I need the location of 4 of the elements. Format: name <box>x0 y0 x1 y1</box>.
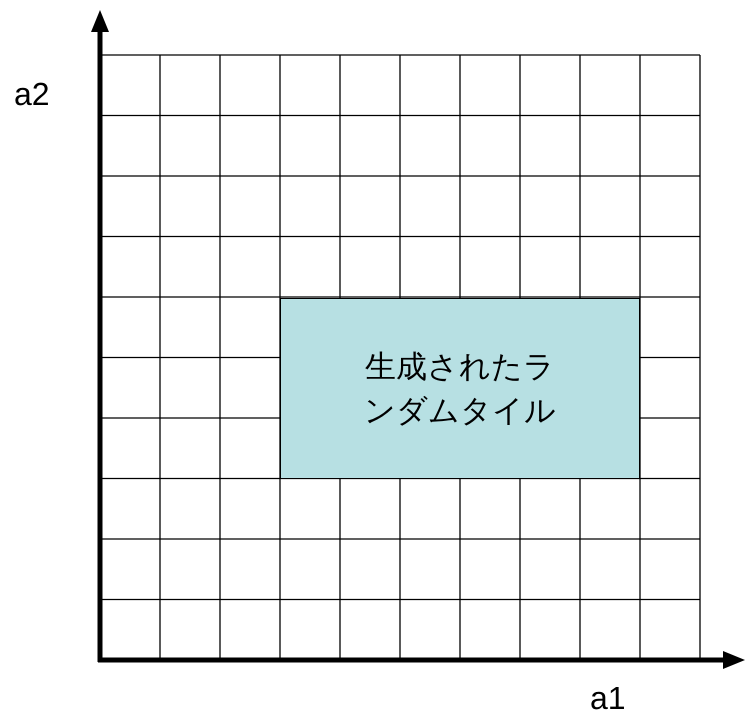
axis-label: a1 <box>590 680 626 716</box>
highlighted-tile <box>280 298 640 479</box>
axis-label: a2 <box>14 76 50 112</box>
tile-label: 生成されたランダムタイル <box>363 348 557 430</box>
